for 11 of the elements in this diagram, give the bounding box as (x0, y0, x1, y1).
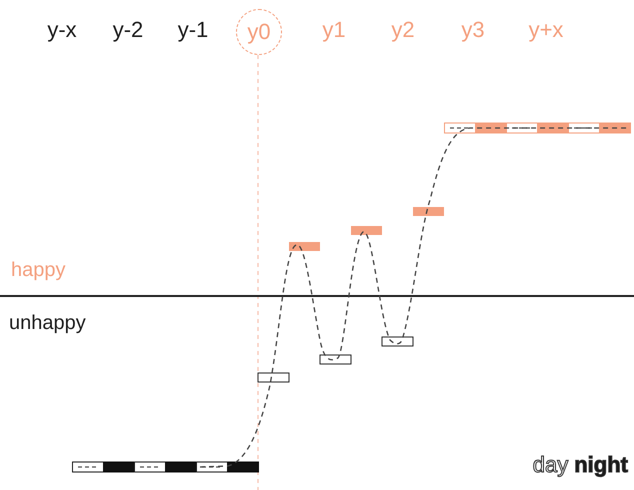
zone-label: happy (11, 260, 66, 280)
legend-entry: night (574, 454, 628, 476)
period-label: y2 (391, 19, 415, 41)
period-label: y-2 (112, 19, 144, 41)
zone-label: unhappy (9, 313, 86, 333)
legend-entry: day (532, 454, 568, 476)
period-label: y-x (47, 19, 77, 41)
period-label: y3 (461, 19, 485, 41)
period-label: y+x (528, 19, 564, 41)
period-label: y1 (322, 19, 346, 41)
period-label: y-1 (178, 19, 208, 41)
